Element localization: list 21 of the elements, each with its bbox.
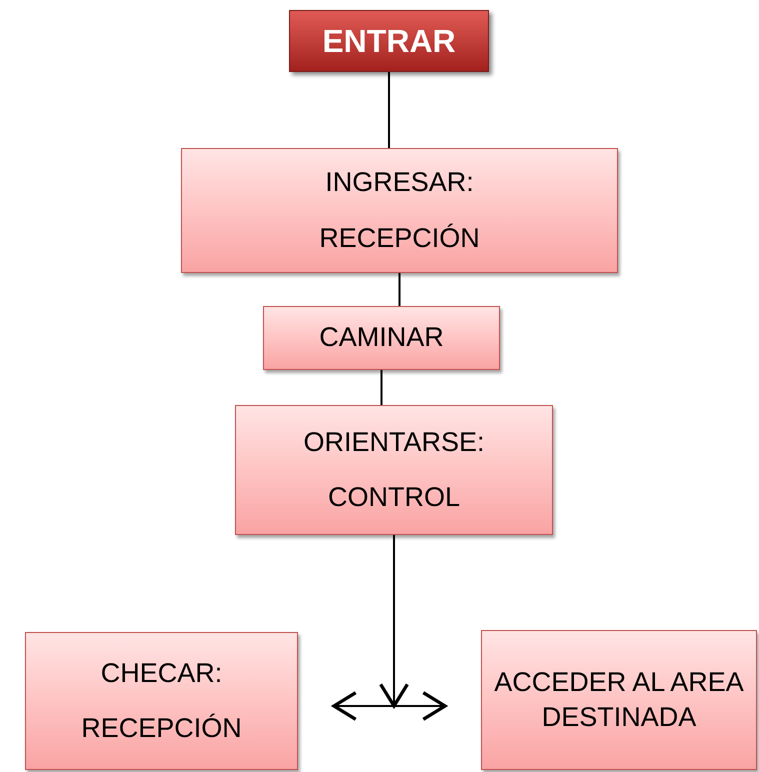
arrow	[394, 691, 447, 721]
process-box	[263, 306, 500, 370]
connector-line	[388, 72, 390, 148]
arrow	[379, 535, 409, 708]
process-box	[181, 148, 618, 273]
connector-line	[380, 370, 382, 405]
start-box	[289, 10, 489, 72]
step-label: RECEPCIÓN	[81, 712, 242, 745]
step-label: RECEPCIÓN	[319, 222, 480, 254]
step-label: INGRESAR:	[325, 166, 474, 200]
process-box	[25, 632, 298, 770]
process-box	[481, 630, 757, 770]
start-label: ENTRAR	[322, 22, 456, 61]
process-box	[235, 405, 553, 535]
connector-line	[398, 273, 400, 306]
step-label: CONTROL	[328, 481, 460, 514]
arrow	[332, 691, 394, 721]
step-label: CAMINAR	[319, 321, 444, 354]
step-label: CHECAR:	[100, 656, 222, 690]
step-label: ACCEDER AL AREA DESTINADA	[494, 666, 744, 734]
step-label: ORIENTARSE:	[303, 426, 485, 459]
